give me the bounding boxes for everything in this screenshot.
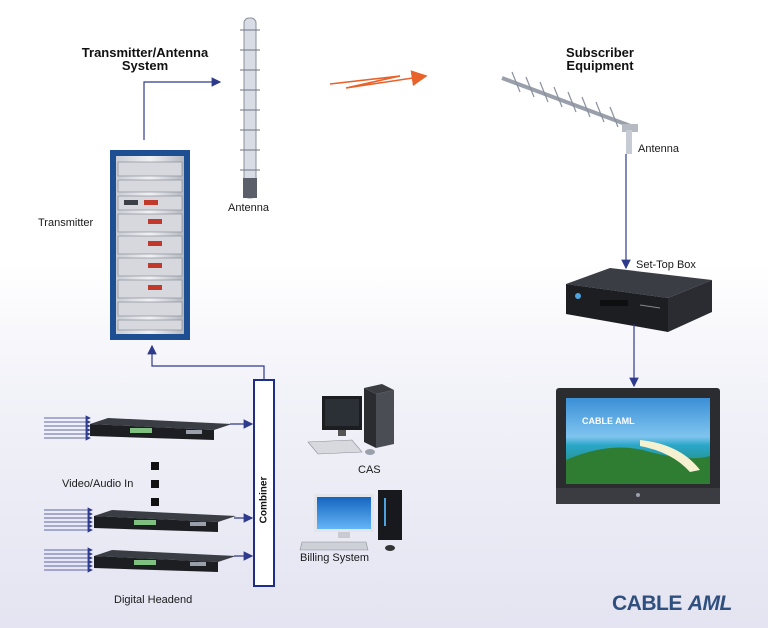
tx-antenna-label: Antenna	[228, 202, 269, 214]
tv-screen-logo: CABLE AML	[582, 416, 635, 426]
subscriber-title-line2: Equipment	[566, 58, 634, 73]
logo-part1: CABLE	[612, 592, 682, 615]
video-audio-in-label: Video/Audio In	[62, 478, 134, 490]
transmitter-system-title: Transmitter/Antenna System	[60, 46, 230, 72]
cas-label: CAS	[358, 464, 381, 476]
tx-antenna-icon	[240, 17, 260, 199]
digital-headend-label: Digital Headend	[114, 594, 193, 606]
transmitter-system-title-line1: Transmitter/Antenna	[81, 45, 209, 60]
set-top-box-icon	[566, 268, 712, 332]
input-arrows	[44, 415, 93, 573]
feed-arrow	[143, 77, 222, 140]
signal-zigzag	[329, 70, 428, 89]
ellipsis-squares	[151, 462, 159, 506]
set-top-box-label: Set-Top Box	[636, 259, 696, 271]
cas-computer-icon	[307, 384, 394, 455]
logo-part2: AML	[687, 592, 733, 615]
transmitter-rack-icon	[110, 150, 190, 340]
subscriber-title: Subscriber Equipment	[540, 46, 660, 72]
transmitter-label: Transmitter	[38, 217, 94, 229]
subscriber-title-line1: Subscriber	[566, 45, 634, 60]
transmitter-system-title-line2: System	[121, 58, 169, 73]
rx-antenna-icon	[501, 71, 638, 154]
headend-unit-1	[90, 418, 232, 440]
billing-computer-icon	[299, 490, 402, 551]
headend-unit-3	[94, 550, 236, 572]
tv-icon	[556, 388, 720, 504]
rx-antenna-label: Antenna	[638, 143, 679, 155]
headend-unit-2	[94, 510, 236, 532]
combiner-transmitter-arrow	[147, 344, 265, 380]
billing-label: Billing System	[300, 552, 370, 564]
combiner-label: Combiner	[258, 476, 270, 524]
unit-combiner-arrows	[230, 419, 254, 561]
